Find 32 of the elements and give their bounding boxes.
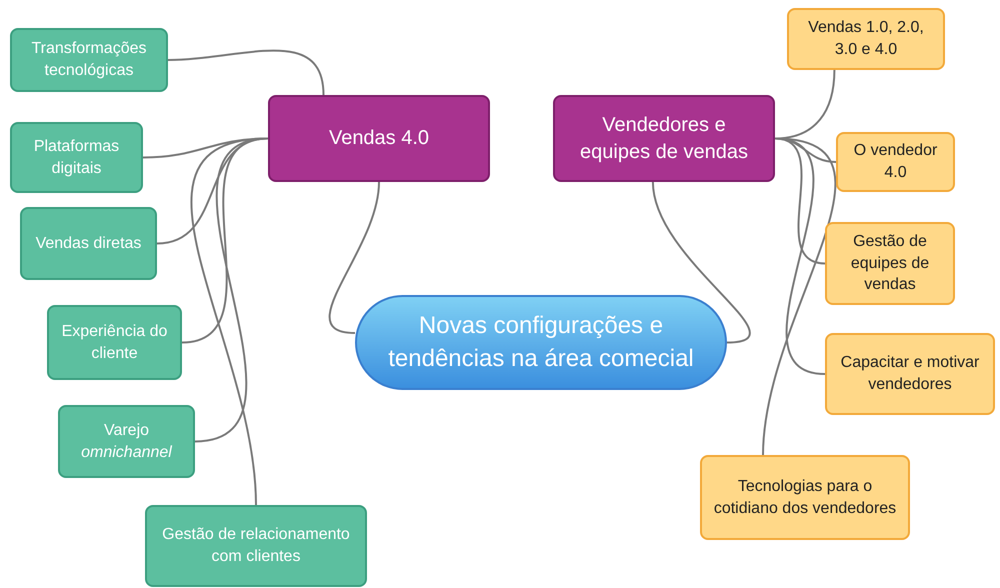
topic-text: Plataformas digitais — [32, 136, 120, 178]
connector-line — [168, 50, 324, 96]
subtopic-box — [20, 207, 157, 280]
subtopic-box — [700, 455, 910, 540]
topic-box — [268, 95, 490, 182]
subtopic-box — [10, 28, 168, 92]
subtopic-box — [58, 405, 195, 478]
connector-line — [190, 138, 268, 506]
topic-text: Vendas 4.0 — [328, 126, 430, 151]
subtopic-box — [145, 505, 367, 587]
topic-text: O vendedor 4.0 — [852, 141, 938, 183]
topic-text: Gestão de equipes de vendas — [850, 232, 930, 296]
subtopic-box — [787, 8, 945, 70]
topic-text: Novas configurações e tendências na área comecial — [387, 311, 695, 374]
subtopic-box — [825, 333, 995, 415]
topic-text: Vendas diretas — [36, 234, 142, 254]
topic-text: Transformações tecnológicas — [30, 39, 148, 81]
topic-text: Experiência do cliente — [60, 322, 168, 364]
subtopic-box — [10, 122, 143, 193]
topic-text: Gestão de relacionamento com clientes — [161, 525, 351, 567]
subtopic-box — [825, 222, 955, 305]
topic-text: Varejo omnichannel — [80, 420, 174, 462]
topic-text: Vendedores e equipes de vendas — [579, 112, 749, 164]
connector-line — [328, 182, 380, 334]
connector-line — [652, 182, 750, 344]
connector-line — [762, 138, 836, 456]
subtopic-box — [836, 132, 955, 192]
topic-box — [553, 95, 775, 182]
subtopic-box — [47, 305, 182, 380]
topic-text: Capacitar e motivar vendedores — [840, 353, 980, 395]
topic-text: Tecnologias para o cotidiano dos vendedores — [712, 476, 898, 518]
topic-text: Vendas 1.0, 2.0, 3.0 e 4.0 — [807, 18, 925, 60]
